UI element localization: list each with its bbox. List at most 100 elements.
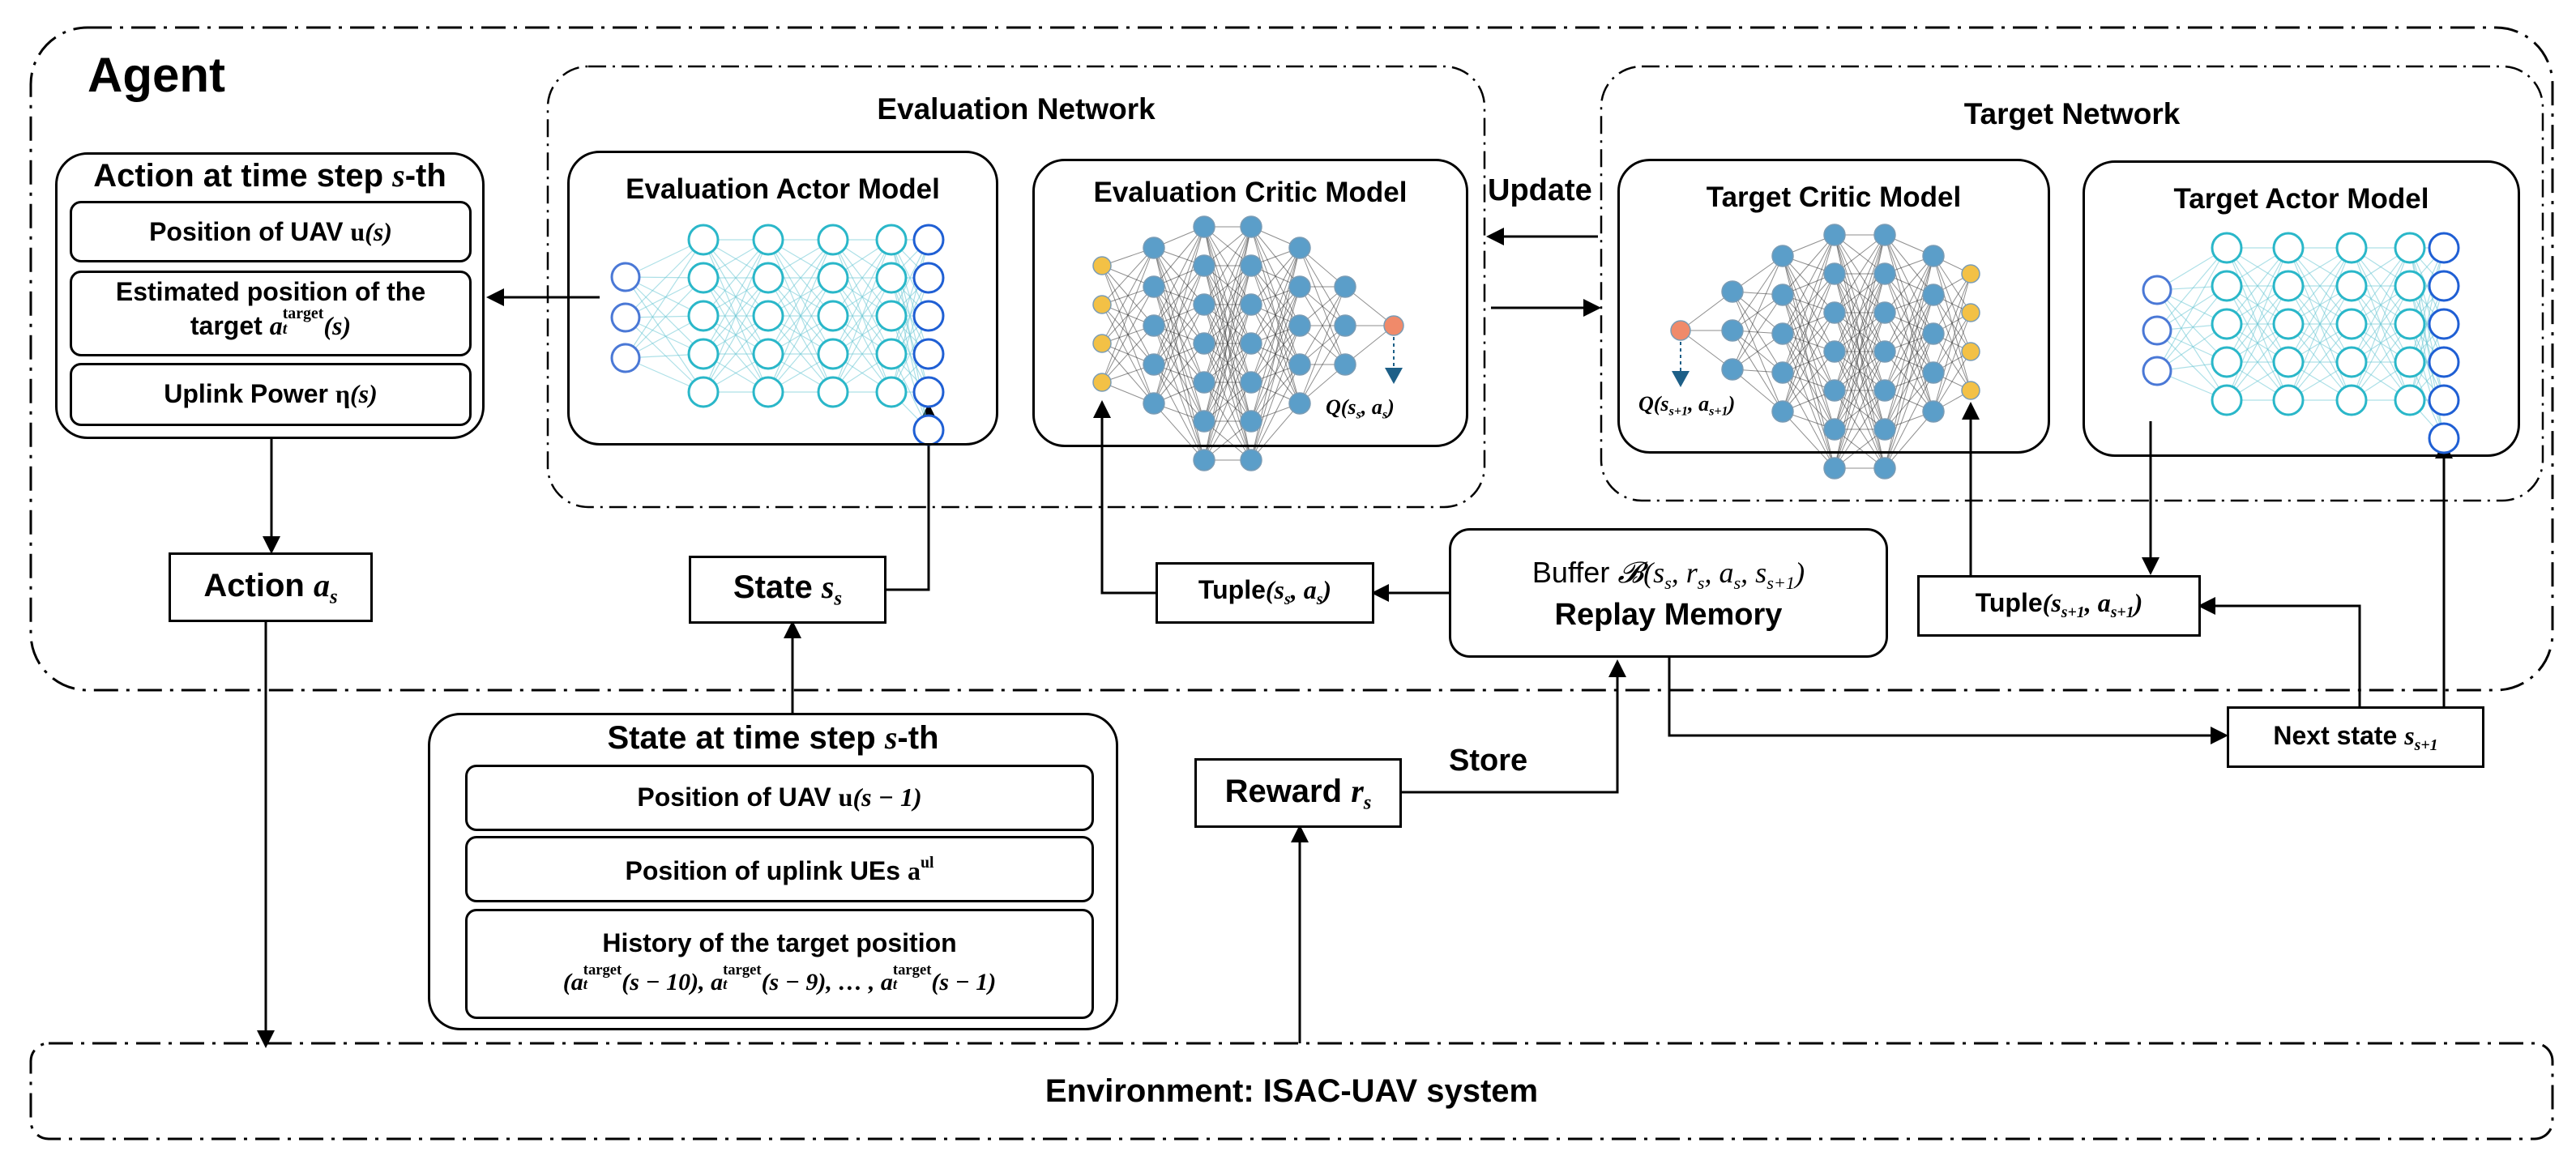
nn-node [752,262,784,294]
arrow-tuple-eval-to-critic [1093,400,1156,595]
nn-edge [1884,255,1934,391]
nn-node [912,262,945,294]
nn-edge [625,239,704,359]
nn-edge [832,239,892,355]
nn-edge [703,277,769,393]
nn-edge [1834,312,1886,469]
nn-edge [1732,294,1784,370]
nn-node [1092,295,1112,314]
nn-node [1193,332,1215,355]
buffer-label: Buffer 𝓑(ss, rs, as, ss+1) [1532,556,1805,593]
nn-node [1240,254,1262,277]
nn-edge [2288,247,2352,363]
action-item-uav-position [70,201,472,262]
nn-node [2428,346,2460,378]
evaluation-critic-output-label: Q(ss, as) [1326,395,1395,422]
nn-node [2428,270,2460,302]
nn-edge [2156,289,2228,401]
nn-edge [1782,234,1835,412]
nn-node [2211,346,2243,378]
nn-edge [1250,286,1301,461]
nn-edge [1153,403,1205,461]
next-state-box [2227,706,2484,768]
nn-edge [832,239,892,317]
nn-node [1961,381,1980,400]
target-actor-model [2083,160,2520,457]
nn-node [687,224,720,256]
nn-edge [1203,304,1252,461]
nn-node [1240,332,1262,355]
nn-edge [767,239,834,355]
replay-memory-box [1449,528,1888,658]
nn-node [1240,293,1262,316]
nn-edge [832,239,892,393]
nn-node [687,338,720,370]
nn-edge [832,315,892,393]
nn-node [2211,384,2243,416]
nn-node [2272,384,2305,416]
nn-node [1092,373,1112,392]
environment-label: Environment: ISAC-UAV system [1044,1073,1539,1109]
nn-node [875,338,908,370]
agent-title: Agent [88,48,225,102]
nn-node [687,376,720,408]
nn-node [687,300,720,332]
nn-edge [1782,351,1835,412]
nn-edge [1933,312,1972,412]
nn-edge [2288,247,2352,325]
nn-node [610,302,641,333]
nn-node [1961,264,1980,284]
nn-edge [1203,226,1252,344]
nn-node [2211,308,2243,340]
nn-node [752,338,784,370]
nn-edge [703,239,769,355]
nn-node [1383,315,1404,336]
nn-node [875,262,908,294]
nn-edge [1250,364,1301,461]
nn-edge [1250,247,1301,344]
update-label: Update [1488,173,1592,207]
nn-edge [2288,247,2352,401]
nn-edge [1299,286,1346,404]
nn-node [1961,303,1980,322]
nn-edge [703,239,769,393]
action-item-uplink-power [70,363,472,426]
nn-edge [832,277,892,393]
nn-edge [2351,285,2411,401]
nn-node [912,300,945,332]
nn-edge [1250,325,1301,461]
state-item-target-history [465,909,1094,1019]
nn-edge [1250,403,1301,461]
nn-node [2335,232,2368,264]
nn-node [2335,270,2368,302]
target-critic-network [1670,224,1980,480]
nn-edge [1933,273,1972,412]
nn-node [1823,301,1846,324]
target-critic-title: Target Critic Model [1706,181,1962,213]
nn-node [1143,275,1165,298]
nn-node [1721,280,1744,303]
nn-edge [1153,226,1205,326]
nn-node [2428,308,2460,340]
target-critic-output-label: Q(ss+1, as+1) [1638,392,1736,419]
nn-edge [1933,273,1972,373]
nn-node [912,338,945,370]
nn-edge [2156,247,2228,372]
nn-edge [2409,285,2445,401]
nn-edge [2226,247,2289,325]
nn-node [817,262,849,294]
nn-node [2428,232,2460,264]
nn-node [1922,322,1945,345]
tuple-target-box [1917,575,2201,637]
nn-edge [2351,323,2411,401]
nn-node [1092,256,1112,275]
replay-memory-title: Replay Memory [1554,598,1783,632]
nn-edge [1299,325,1346,404]
target-critic-output-arrow-head [1672,371,1690,387]
nn-node [1771,284,1794,306]
nn-node [1288,392,1311,415]
nn-edge [1203,382,1252,461]
nn-edge [2156,289,2228,363]
nn-node [875,376,908,408]
next-state-label: Next state ss+1 [2273,721,2438,754]
